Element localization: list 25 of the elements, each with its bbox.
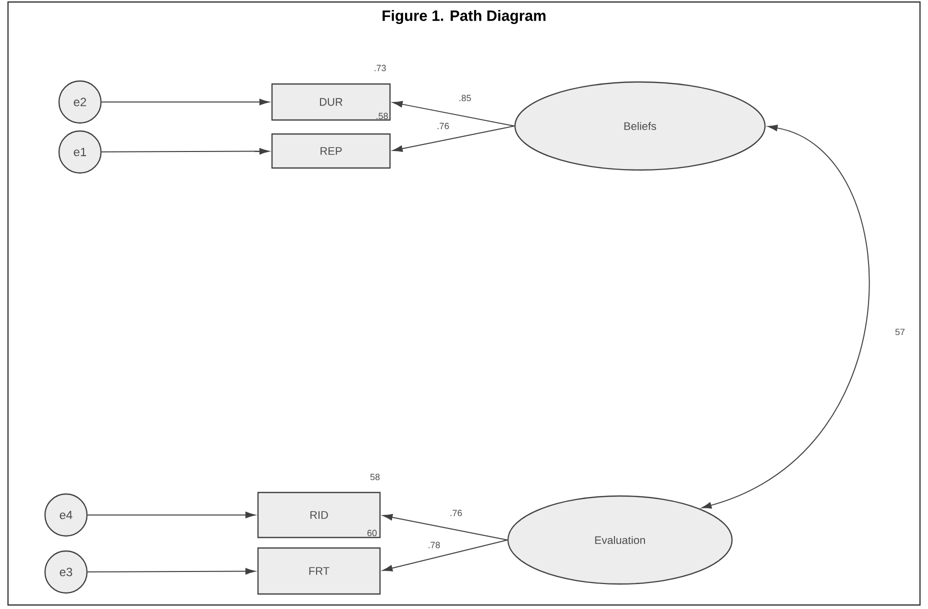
observed-variable-box: FRT xyxy=(257,547,381,595)
edge-label: .85 xyxy=(458,94,472,102)
arrow xyxy=(392,101,515,126)
circle-node: e4 xyxy=(44,493,88,537)
edge-label: .76 xyxy=(448,508,464,518)
observed-variable-box: REP xyxy=(271,133,391,169)
arrow xyxy=(87,568,256,574)
arrow xyxy=(702,124,870,509)
edge-label: 57 xyxy=(894,328,906,336)
circle-node: e3 xyxy=(44,550,88,594)
edge-label: .76 xyxy=(436,122,450,130)
value-label: 60 xyxy=(367,530,377,536)
arrow xyxy=(101,148,270,154)
arrow xyxy=(101,98,270,106)
circle-node: e2 xyxy=(58,80,102,124)
value-label: .73 xyxy=(374,64,386,72)
value-label: .58 xyxy=(376,112,388,120)
arrow xyxy=(382,514,508,540)
title: Figure 1. Path Diagram xyxy=(382,10,546,24)
value-label: 58 xyxy=(370,474,380,480)
arrow xyxy=(87,512,256,518)
arrow xyxy=(382,540,508,572)
arrow xyxy=(392,126,515,152)
circle-node: e1 xyxy=(58,130,102,174)
edge-label: .78 xyxy=(426,540,442,550)
